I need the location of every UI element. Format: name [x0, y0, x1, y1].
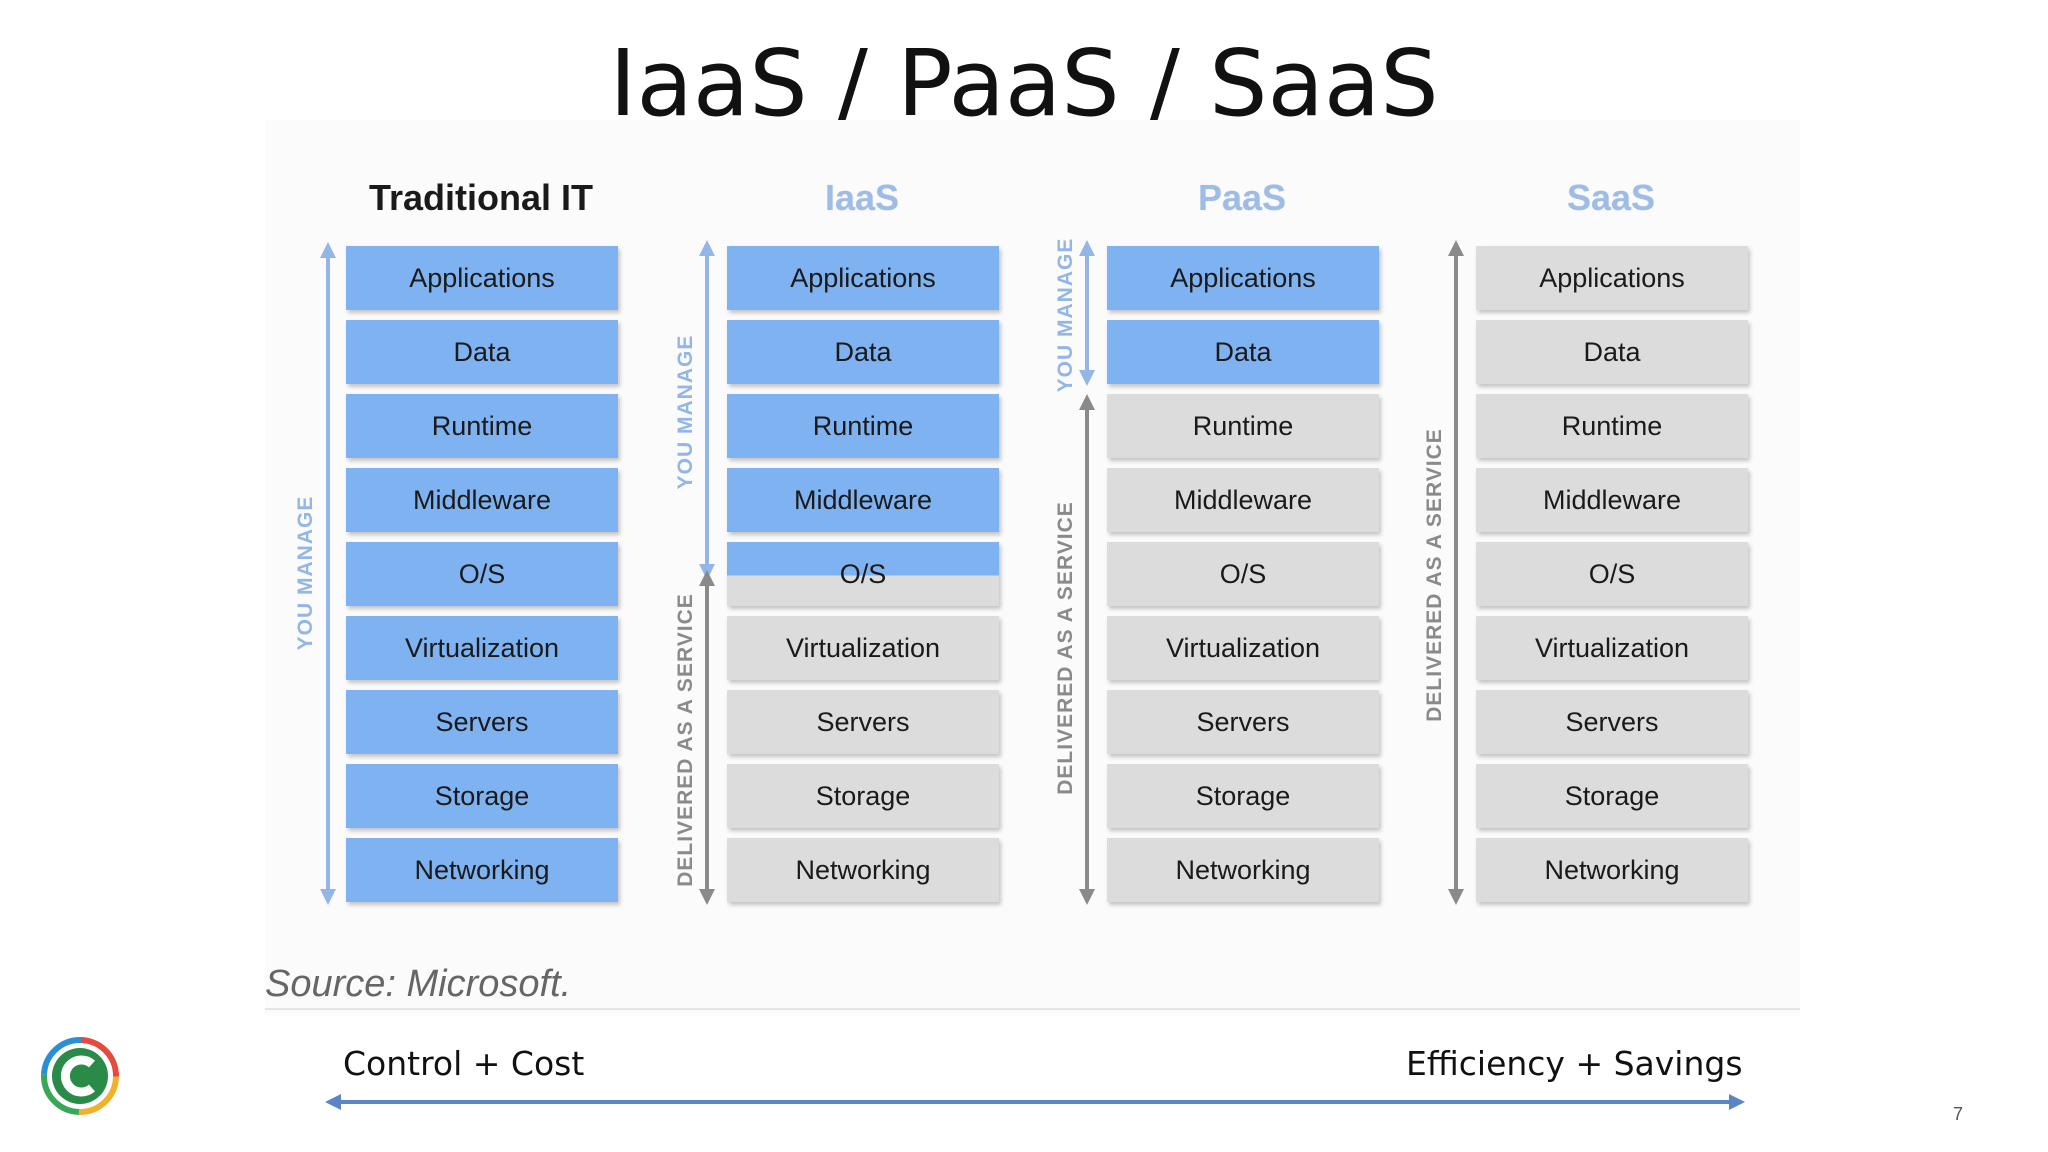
layer-networking: Networking	[346, 838, 618, 902]
layer-virtualization: Virtualization	[1476, 616, 1748, 680]
layer-middleware: Middleware	[346, 468, 618, 532]
layer-runtime: Runtime	[1476, 394, 1748, 458]
layer-runtime: Runtime	[346, 394, 618, 458]
column-header-iaas: IaaS	[824, 177, 900, 218]
paas-delivered-label: DELIVERED AS A SERVICE	[1054, 497, 1078, 799]
layer-virtualization: Virtualization	[346, 616, 618, 680]
layer-servers: Servers	[727, 690, 999, 754]
layer-servers: Servers	[346, 690, 618, 754]
layer-networking: Networking	[1107, 838, 1379, 902]
source-note: Source: Microsoft.	[265, 963, 572, 1005]
control-cost-label: Control + Cost	[343, 1044, 585, 1083]
iaas-you-manage-label: YOU MANAGE	[674, 330, 698, 494]
company-logo-icon	[41, 1037, 119, 1115]
layer-applications: Applications	[1476, 246, 1748, 310]
layer-applications: Applications	[1107, 246, 1379, 310]
layer-networking: Networking	[727, 838, 999, 902]
layer-middleware: Middleware	[1107, 468, 1379, 532]
layer-servers: Servers	[1476, 690, 1748, 754]
layer-virtualization: Virtualization	[727, 616, 999, 680]
layer-storage: Storage	[346, 764, 618, 828]
layer-storage: Storage	[1107, 764, 1379, 828]
layer-applications: Applications	[727, 246, 999, 310]
column-header-paas: PaaS	[1197, 177, 1287, 218]
layer-middleware: Middleware	[1476, 468, 1748, 532]
layer-runtime: Runtime	[727, 394, 999, 458]
layer-os: O/S	[1476, 542, 1748, 606]
layer-applications: Applications	[346, 246, 618, 310]
layer-networking: Networking	[1476, 838, 1748, 902]
layer-data: Data	[727, 320, 999, 384]
layer-data: Data	[1107, 320, 1379, 384]
efficiency-savings-label: Efficiency + Savings	[1406, 1044, 1743, 1083]
divider	[265, 1008, 1800, 1010]
slide-title: IaaS / PaaS / SaaS	[609, 30, 1439, 137]
column-header-traditional-it: Traditional IT	[368, 177, 593, 218]
layer-virtualization: Virtualization	[1107, 616, 1379, 680]
layer-data: Data	[346, 320, 618, 384]
layer-servers: Servers	[1107, 690, 1379, 754]
layer-os: O/S	[727, 542, 999, 606]
layer-runtime: Runtime	[1107, 394, 1379, 458]
page-number: 7	[1953, 1104, 1964, 1124]
column-header-saas: SaaS	[1566, 177, 1656, 218]
saas-delivered-label: DELIVERED AS A SERVICE	[1423, 424, 1447, 726]
paas-you-manage-label: YOU MANAGE	[1054, 233, 1078, 397]
iaas-delivered-label: DELIVERED AS A SERVICE	[674, 589, 698, 891]
traditional-you-manage-label: YOU MANAGE	[294, 491, 318, 655]
layer-storage: Storage	[1476, 764, 1748, 828]
layer-middleware: Middleware	[727, 468, 999, 532]
layer-data: Data	[1476, 320, 1748, 384]
layer-os: O/S	[346, 542, 618, 606]
layer-os: O/S	[1107, 542, 1379, 606]
layer-storage: Storage	[727, 764, 999, 828]
